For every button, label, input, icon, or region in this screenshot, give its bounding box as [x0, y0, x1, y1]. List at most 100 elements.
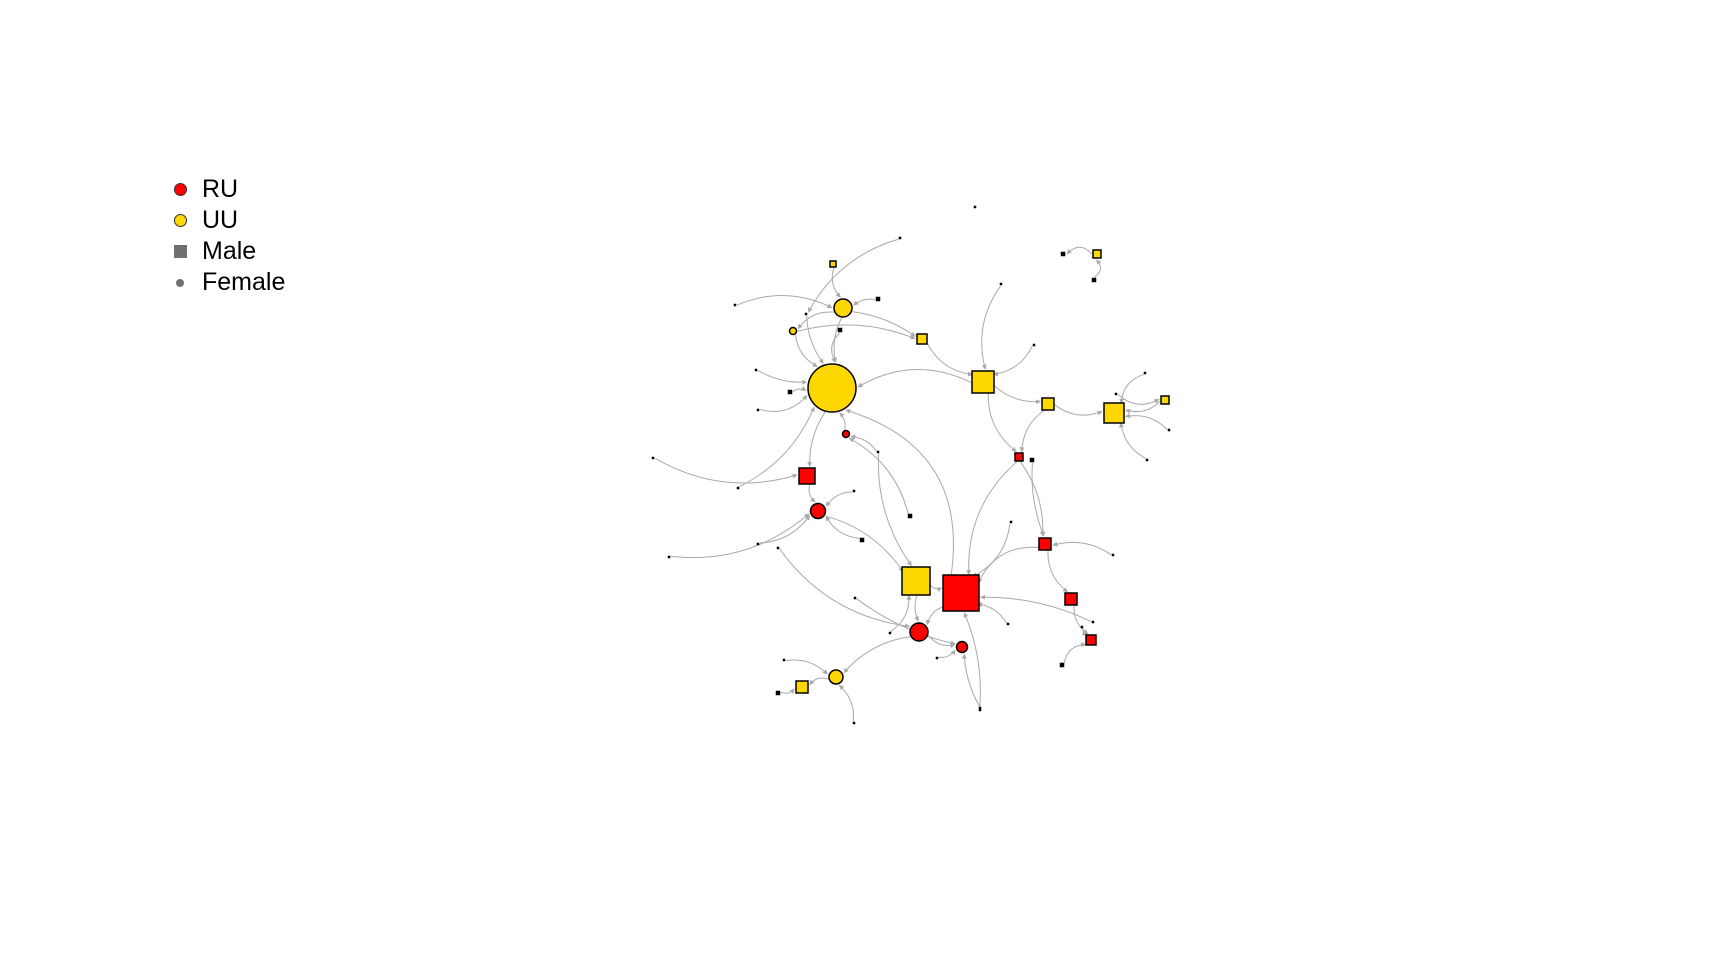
uu-node: [916, 333, 928, 345]
other-node: [875, 296, 881, 302]
legend-item-uu: UU: [172, 205, 285, 236]
other-node: [1009, 520, 1013, 524]
uu-node: [1092, 249, 1102, 259]
edge: [792, 386, 807, 393]
edge: [850, 434, 877, 452]
edge: [1094, 259, 1102, 278]
legend: RU UU Male Female: [172, 174, 285, 298]
other-node: [1006, 622, 1010, 626]
other-node: [1080, 625, 1084, 629]
edge: [930, 584, 943, 592]
other-node: [837, 327, 843, 333]
legend-item-ru: RU: [172, 174, 285, 205]
edges-layer: [654, 238, 1168, 722]
edge: [739, 406, 815, 487]
edge: [852, 311, 916, 337]
edge: [987, 392, 1017, 452]
edge: [1063, 642, 1087, 664]
ru-node: [841, 429, 851, 439]
other-node: [651, 456, 655, 460]
other-node: [907, 513, 913, 519]
edge: [972, 523, 1011, 578]
legend-label-male: Male: [202, 237, 257, 265]
uu-node: [788, 326, 798, 336]
other-node: [667, 555, 671, 559]
edge: [848, 437, 909, 514]
other-node: [776, 546, 780, 550]
edge: [759, 395, 808, 412]
edge: [670, 513, 810, 559]
other-node: [859, 537, 865, 543]
nodes-layer: [651, 205, 1171, 725]
edge: [1047, 550, 1068, 593]
edge: [877, 453, 912, 567]
other-node: [978, 706, 982, 710]
other-node: [1060, 251, 1066, 257]
edge: [797, 324, 916, 340]
other-node: [898, 236, 902, 240]
edge: [736, 295, 833, 309]
edge: [926, 342, 973, 377]
edge: [806, 315, 824, 364]
edge: [780, 688, 795, 694]
other-node: [787, 389, 793, 395]
edge: [795, 334, 818, 367]
edge: [808, 484, 816, 503]
legend-label-female: Female: [202, 268, 286, 296]
edge: [843, 636, 911, 674]
other-node: [852, 489, 856, 493]
edge: [1031, 462, 1045, 537]
uu-node: [971, 370, 995, 394]
legend-item-male: Male: [172, 236, 285, 267]
edge: [966, 461, 1018, 576]
edge: [1118, 422, 1147, 459]
edge: [981, 285, 1002, 370]
edge: [938, 649, 956, 658]
red-circle-icon: [173, 183, 187, 196]
other-node: [853, 596, 857, 600]
uu-node: [833, 298, 853, 318]
uu-node: [901, 566, 931, 596]
uu-node: [1041, 397, 1055, 411]
other-node: [1059, 662, 1065, 668]
legend-label-ru: RU: [202, 175, 239, 203]
edge: [857, 369, 972, 388]
edge: [1066, 246, 1093, 255]
edge: [1020, 461, 1046, 537]
other-node: [756, 542, 760, 546]
edge: [654, 457, 798, 484]
other-node: [733, 303, 737, 307]
other-node: [804, 312, 808, 316]
other-node: [852, 721, 856, 725]
ru-node: [1085, 634, 1097, 646]
edge: [838, 685, 855, 722]
ru-node: [809, 502, 827, 520]
other-node: [782, 658, 786, 662]
other-node: [1111, 553, 1115, 557]
other-node: [754, 368, 758, 372]
other-node: [888, 631, 892, 635]
edge: [1054, 404, 1103, 416]
other-node: [935, 656, 939, 660]
edge: [759, 515, 811, 544]
edge: [1082, 628, 1088, 636]
other-node: [1032, 343, 1036, 347]
ru-node: [942, 574, 980, 612]
ru-node: [955, 640, 969, 654]
other-node: [1143, 371, 1147, 375]
edge: [1052, 541, 1112, 556]
edge: [1117, 393, 1160, 405]
square-icon: [173, 245, 187, 258]
other-node: [876, 450, 880, 454]
edge: [961, 653, 980, 707]
edge: [807, 238, 899, 313]
edge: [977, 546, 1039, 584]
other-node: [999, 282, 1003, 286]
uu-node: [807, 363, 857, 413]
edge: [831, 267, 841, 298]
other-node: [1091, 620, 1095, 624]
edge: [824, 515, 904, 573]
edge: [856, 598, 956, 646]
other-node: [736, 486, 740, 490]
uu-node: [1103, 402, 1125, 424]
